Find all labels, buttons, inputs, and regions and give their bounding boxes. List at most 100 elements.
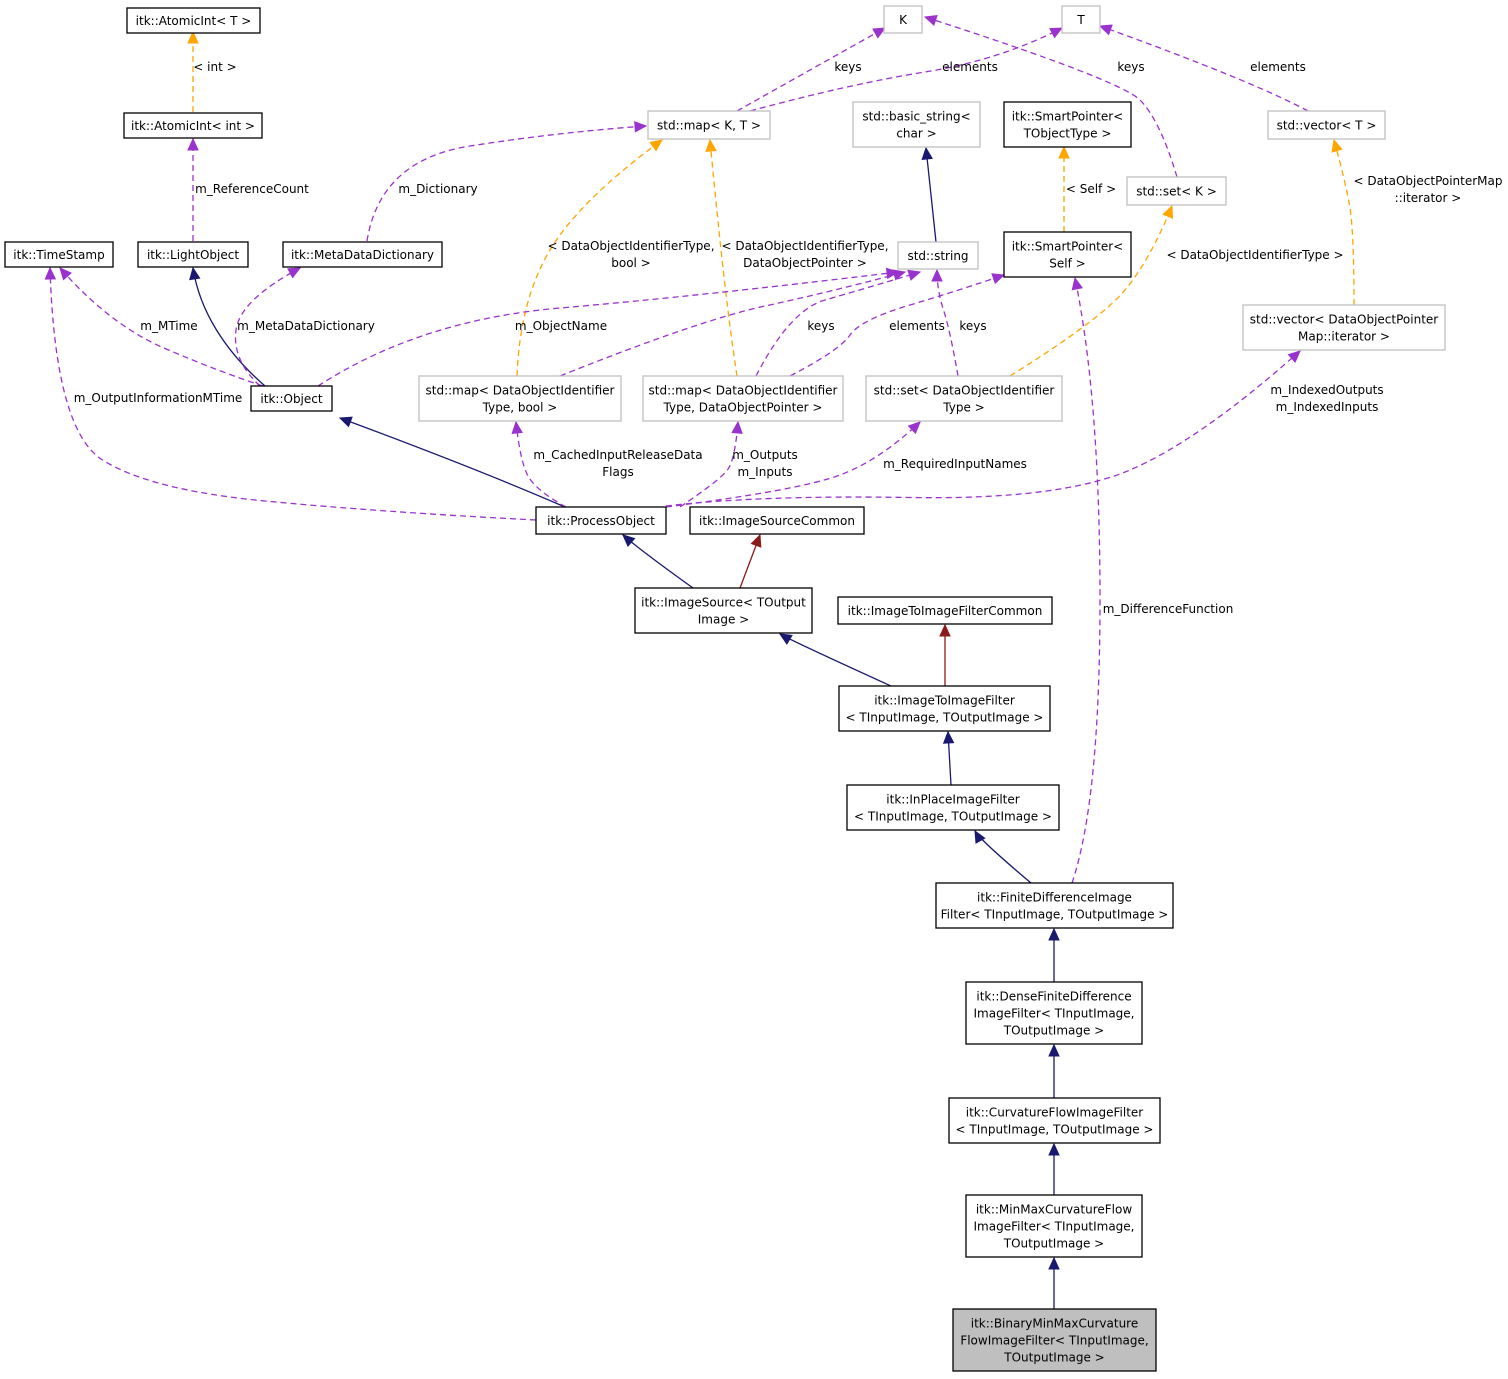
edge-object-to-lightobject [189,266,266,387]
edge-label: m_DifferenceFunction [1103,602,1234,616]
edge-arrowhead [705,138,717,152]
node-inplace[interactable]: itk::InPlaceImageFilter< TInputImage, TO… [846,784,1060,831]
edge-arrowhead [1049,27,1064,39]
node-label: itk::LightObject [147,248,239,262]
edge-sp-self-to-sp-tobj [1058,145,1070,232]
node-box [418,375,622,422]
node-imagesourcecommon[interactable]: itk::ImageSourceCommon [689,506,865,535]
node-binary[interactable]: itk::BinaryMinMaxCurvatureFlowImageFilte… [952,1308,1157,1372]
edge-label: ::iterator > [1395,191,1462,205]
edge-line [665,421,921,508]
node-i2ifilter[interactable]: itk::ImageToImageFilter< TInputImage, TO… [838,685,1051,732]
edge-finitediff-to-sp-self [1071,276,1101,884]
node-i2icommon[interactable]: itk::ImageToImageFilterCommon [837,596,1053,625]
node-label: itk::MinMaxCurvatureFlow [976,1203,1132,1217]
node-box [535,506,667,535]
node-map-kt[interactable]: std::map< K, T > [647,110,771,140]
node-label: std::string [907,249,968,263]
edge-line [1333,139,1355,306]
node-label: K [899,13,908,27]
edge-i2ifilter-to-imagesource [778,633,892,687]
node-sp-tobj[interactable]: itk::SmartPointer<TObjectType > [1003,101,1132,148]
edge-set-doit-to-string [931,268,959,377]
node-label: T [1076,13,1085,27]
node-timestamp[interactable]: itk::TimeStamp [4,241,114,268]
node-box [965,1194,1143,1258]
edge-line [925,147,937,243]
node-map-dop[interactable]: std::map< DataObjectIdentifierType, Data… [642,375,844,422]
node-map-bool[interactable]: std::map< DataObjectIdentifierType, bool… [418,375,622,422]
node-label: std::vector< DataObjectPointer [1250,313,1439,327]
node-box [634,587,813,634]
edge-line [679,421,739,508]
edge-processobject-to-object [338,416,566,508]
edge-arrowhead [287,267,302,279]
node-label: ImageFilter< TInputImage, [974,1220,1135,1234]
edge-i2ifilter-to-i2icommon [939,623,951,686]
node-label: ImageFilter< TInputImage, [974,1007,1135,1021]
node-curvature[interactable]: itk::CurvatureFlowImageFilter< TInputIma… [948,1097,1161,1144]
node-label: TObjectType > [1023,127,1112,141]
node-label: itk::MetaDataDictionary [291,248,434,262]
edge-label: bool > [611,256,651,270]
node-label: std::set< DataObjectIdentifier [874,384,1055,398]
node-box [965,981,1143,1045]
edge-map-kt-to-K [736,27,887,112]
node-box [689,506,865,535]
edge-processobject-to-vector-dopm [665,350,1301,507]
edge-arrowhead [731,420,743,434]
node-basic-string[interactable]: std::basic_string<char > [852,101,981,148]
edge-object-to-timestamp [59,267,264,387]
node-box [846,784,1060,831]
node-box [838,685,1051,732]
node-vector-dopm[interactable]: std::vector< DataObjectPointerMap::itera… [1242,304,1446,351]
node-imagesource[interactable]: itk::ImageSource< TOutputImage > [634,587,813,634]
node-atomic-t[interactable]: itk::AtomicInt< T > [126,7,261,34]
node-T[interactable]: T [1061,5,1101,34]
edge-line [192,267,266,387]
node-label: itk::InPlaceImageFilter [886,793,1019,807]
node-string[interactable]: std::string [897,241,979,270]
node-sp-self[interactable]: itk::SmartPointer<Self > [1003,231,1132,278]
node-label: Type, bool > [482,401,558,415]
node-lightobject[interactable]: itk::LightObject [137,241,249,268]
node-set-k[interactable]: std::set< K > [1126,176,1227,206]
edge-metadatadict-to-map-kt [366,121,648,242]
node-processobject[interactable]: itk::ProcessObject [535,506,667,535]
edge-line [924,16,1178,178]
node-label: < TInputImage, TOutputImage > [854,810,1052,824]
edge-arrowhead [187,137,199,151]
node-label: std::map< DataObjectIdentifier [649,384,838,398]
edge-label: < int > [193,60,236,74]
edge-string-to-basic-string [921,146,937,243]
edge-label: < Self > [1066,182,1116,196]
node-K[interactable]: K [883,5,923,34]
edge-label: keys [807,319,834,333]
node-label: std::set< K > [1136,185,1217,199]
node-label: itk::SmartPointer< [1012,240,1124,254]
edge-densefd-to-finitediff [1048,927,1060,982]
edge-line [1009,205,1173,377]
node-box [837,596,1053,625]
edges-layer [44,15,1355,1309]
edge-arrowhead [1331,138,1343,153]
node-vector-t[interactable]: std::vector< T > [1267,110,1386,140]
node-metadatadict[interactable]: itk::MetaDataDictionary [282,241,443,268]
node-box [883,5,923,34]
edge-arrowhead [189,266,201,281]
node-label: std::basic_string< [862,110,970,124]
edge-arrowhead [939,623,951,637]
edge-label: keys [1117,60,1144,74]
node-object[interactable]: itk::Object [250,385,333,412]
edge-label: keys [959,319,986,333]
edge-processobject-to-map-dop [679,420,743,508]
node-box [1003,231,1132,278]
node-atomic-int[interactable]: itk::AtomicInt< int > [123,112,263,139]
edge-set-doit-to-set-k [1009,204,1174,377]
node-set-doit[interactable]: std::set< DataObjectIdentifierType > [865,375,1063,422]
edge-line [234,267,301,387]
node-label: std::map< K, T > [657,119,761,133]
